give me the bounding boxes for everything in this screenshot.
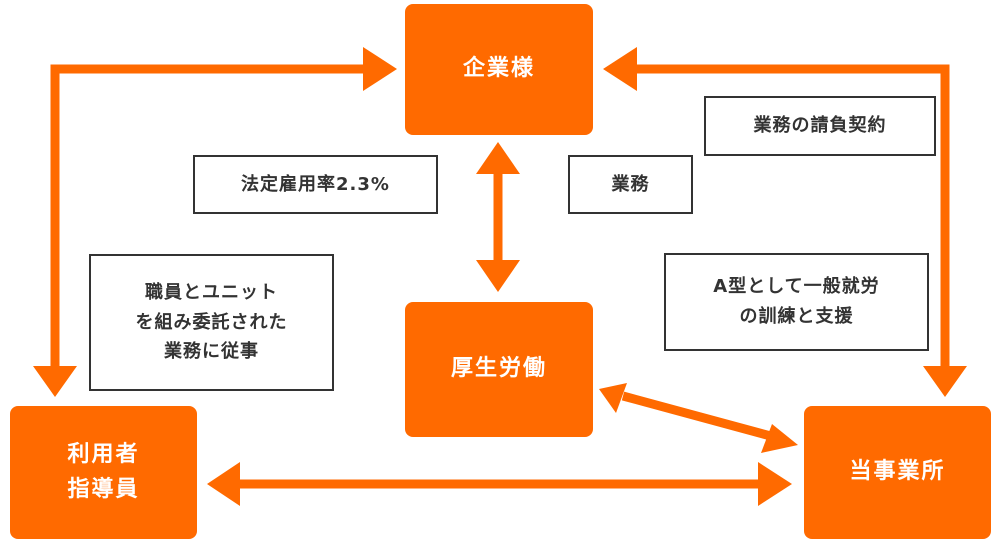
our-office-box: 当事業所: [804, 406, 991, 539]
arrowhead-staff: [33, 366, 77, 397]
arrowhead-office-left: [758, 462, 792, 506]
business-label-box: 業務: [568, 155, 693, 214]
business-label: 業務: [611, 173, 650, 195]
arrowhead-office-top: [923, 366, 967, 397]
staff-work-label-box: 職員とユニット を組み委託された 業務に従事: [89, 254, 334, 391]
arrow-ministry-office: [621, 391, 780, 443]
arrowhead-office-diag: [761, 424, 798, 453]
labor-ministry-label: 厚生労働: [450, 356, 547, 382]
arrowhead-ministry-top: [476, 260, 520, 292]
client-company-box: 企業様: [405, 4, 593, 135]
our-office-label: 当事業所: [849, 459, 946, 485]
training-label-line2: の訓練と支援: [739, 306, 854, 327]
client-company-label: 企業様: [462, 56, 535, 82]
contract-label-box: 業務の請負契約: [704, 96, 936, 156]
arrowhead-company-left: [363, 47, 397, 91]
staff-work-label-line2: を組み委託された: [135, 311, 288, 333]
contract-label: 業務の請負契約: [753, 115, 887, 137]
legal-rate-label-box: 法定雇用率2.3%: [193, 155, 438, 214]
legal-rate-label: 法定雇用率2.3%: [241, 173, 390, 195]
facility-staff-label-line2: 指導員: [67, 476, 140, 502]
facility-staff-label-line1: 利用者: [67, 442, 140, 468]
labor-ministry-box: 厚生労働: [405, 302, 593, 437]
arrowhead-company-right: [603, 47, 637, 91]
arrowhead-company-bottom: [476, 142, 520, 174]
training-label-line1: A型として一般就労: [713, 276, 880, 298]
facility-staff-box: 利用者 指導員: [10, 406, 197, 539]
training-label-box: A型として一般就労 の訓練と支援: [664, 253, 929, 351]
staff-work-label-line3: 業務に従事: [164, 341, 259, 363]
arrowhead-staff-right: [207, 462, 240, 506]
arrowhead-ministry-diag: [599, 383, 627, 413]
arrow-company-office: [633, 64, 950, 368]
staff-work-label-line1: 職員とユニット: [145, 281, 278, 303]
arrow-staff-company: [50, 64, 367, 368]
